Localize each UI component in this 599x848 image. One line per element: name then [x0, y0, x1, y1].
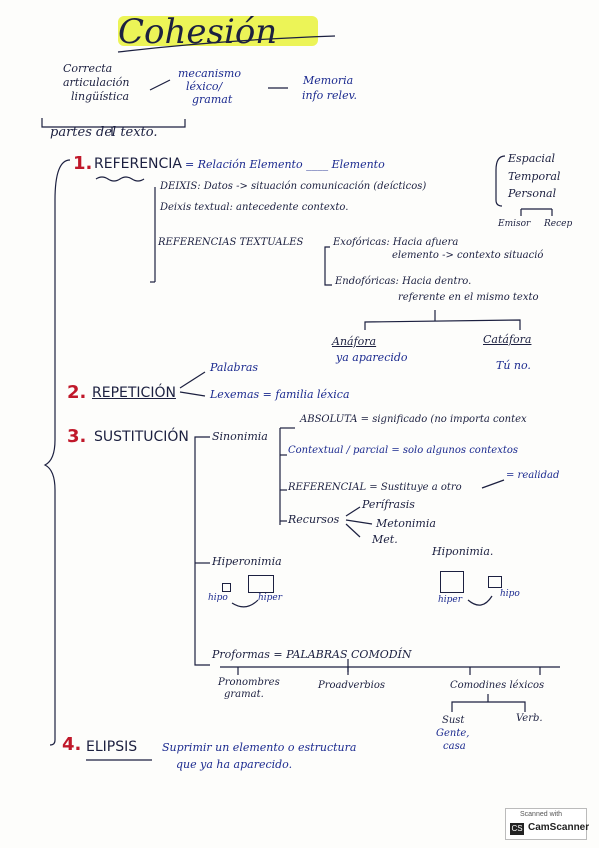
memoria-label: Memoria — [303, 74, 354, 87]
elipsis-line1: Suprimir un elemento o estructura — [162, 741, 357, 754]
temporal-label: Temporal — [508, 170, 561, 183]
met-label: Met. — [372, 533, 398, 546]
gramat-label: gramat — [192, 93, 233, 106]
deixis-textual-text: Deixis textual: antecedente contexto. — [160, 202, 349, 213]
page-title: Cohesión — [118, 12, 278, 52]
exoforicas-text: Exofóricas: Hacia afuera — [333, 237, 459, 248]
recursos-label: Recursos — [288, 513, 340, 526]
endoforicas-text: Endofóricas: Hacia dentro. — [335, 276, 472, 287]
realidad-text: = realidad — [506, 470, 560, 481]
camscanner-brand-text: CamScanner — [528, 822, 590, 833]
catafora-sub: Tú no. — [496, 359, 531, 372]
verb-label: Verb. — [516, 713, 543, 724]
proadverbios-label: Proadverbios — [318, 680, 385, 691]
correcta-label: Correcta — [63, 62, 113, 75]
casa-label: casa — [443, 741, 466, 752]
proformas-text: Proformas = PALABRAS COMODÍN — [212, 648, 412, 661]
referencial-text: REFERENCIAL = Sustituye a otro — [288, 482, 462, 493]
gramat-sub-label: gramat. — [224, 689, 264, 700]
referencia-relation: = Relación Elemento ____ Elemento — [185, 158, 385, 171]
repeticion-heading: REPETICIÓN — [92, 385, 176, 401]
pronombres-label: Pronombres — [218, 677, 280, 688]
espacial-label: Espacial — [508, 152, 556, 165]
perifrasis-label: Perífrasis — [362, 498, 415, 511]
hipo-small-box-right — [488, 576, 502, 588]
hipo-label-right: hipo — [500, 589, 520, 599]
anafora-sub: ya aparecido — [336, 351, 408, 364]
recep-label: Recep — [544, 219, 573, 229]
section-1-number: 1. — [73, 153, 93, 174]
scanned-with-text: Scanned with — [520, 811, 563, 818]
comodines-label: Comodines léxicos — [450, 680, 545, 691]
metonimia-label: Metonimia — [376, 517, 436, 530]
sustitucion-heading: SUSTITUCIÓN — [94, 429, 189, 445]
linguistica-label: lingüística — [71, 90, 130, 103]
elipsis-heading: ELIPSIS — [86, 739, 138, 755]
absoluta-text: ABSOLUTA = significado (no importa conte… — [300, 414, 527, 425]
hiper-label-left: hiper — [258, 593, 283, 603]
catafora-label: Catáfora — [483, 333, 532, 346]
hiper-large-box — [248, 575, 274, 593]
camscanner-logo-icon: CS — [510, 823, 524, 835]
exoforicas-detail: elemento -> contexto situació — [392, 250, 544, 261]
title-highlight — [118, 16, 318, 46]
section-2-number: 2. — [67, 382, 87, 403]
articulacion-label: articulación — [63, 76, 130, 89]
anafora-label: Anáfora — [332, 335, 377, 348]
referencias-textuales-label: REFERENCIAS TEXTUALES — [158, 237, 304, 248]
sinonimia-label: Sinonimia — [212, 430, 268, 443]
lexemas-text: Lexemas = familia léxica — [210, 388, 350, 401]
mecanismo-label: mecanismo — [178, 67, 241, 80]
elipsis-line2: que ya ha aparecido. — [176, 758, 293, 771]
partes-del-texto-label: partes del texto. — [50, 125, 158, 140]
hiperonimia-label: Hiperonimia — [212, 555, 282, 568]
camscanner-watermark: Scanned with CS CamScanner — [505, 808, 590, 840]
info-relev-label: info relev. — [302, 89, 357, 102]
deixis-text: DEIXIS: Datos -> situación comunicación … — [160, 181, 427, 192]
endoforicas-detail: referente en el mismo texto — [398, 292, 539, 303]
gente-label: Gente, — [436, 728, 470, 739]
palabras-label: Palabras — [210, 361, 259, 374]
sust-label: Sust — [442, 715, 465, 726]
referencia-heading: REFERENCIA — [94, 156, 182, 172]
hiper-large-box-right — [440, 571, 464, 593]
section-4-number: 4. — [62, 734, 82, 755]
hipo-label-left: hipo — [208, 593, 228, 603]
emisor-label: Emisor — [498, 219, 531, 229]
hipo-small-box — [222, 583, 231, 592]
personal-label: Personal — [508, 187, 557, 200]
hiper-label-right: hiper — [438, 595, 463, 605]
section-3-number: 3. — [67, 426, 87, 447]
lexico-label: léxico/ — [186, 80, 223, 93]
hiponimia-label: Hiponimia. — [432, 545, 494, 558]
contextual-text: Contextual / parcial = solo algunos cont… — [288, 445, 519, 456]
